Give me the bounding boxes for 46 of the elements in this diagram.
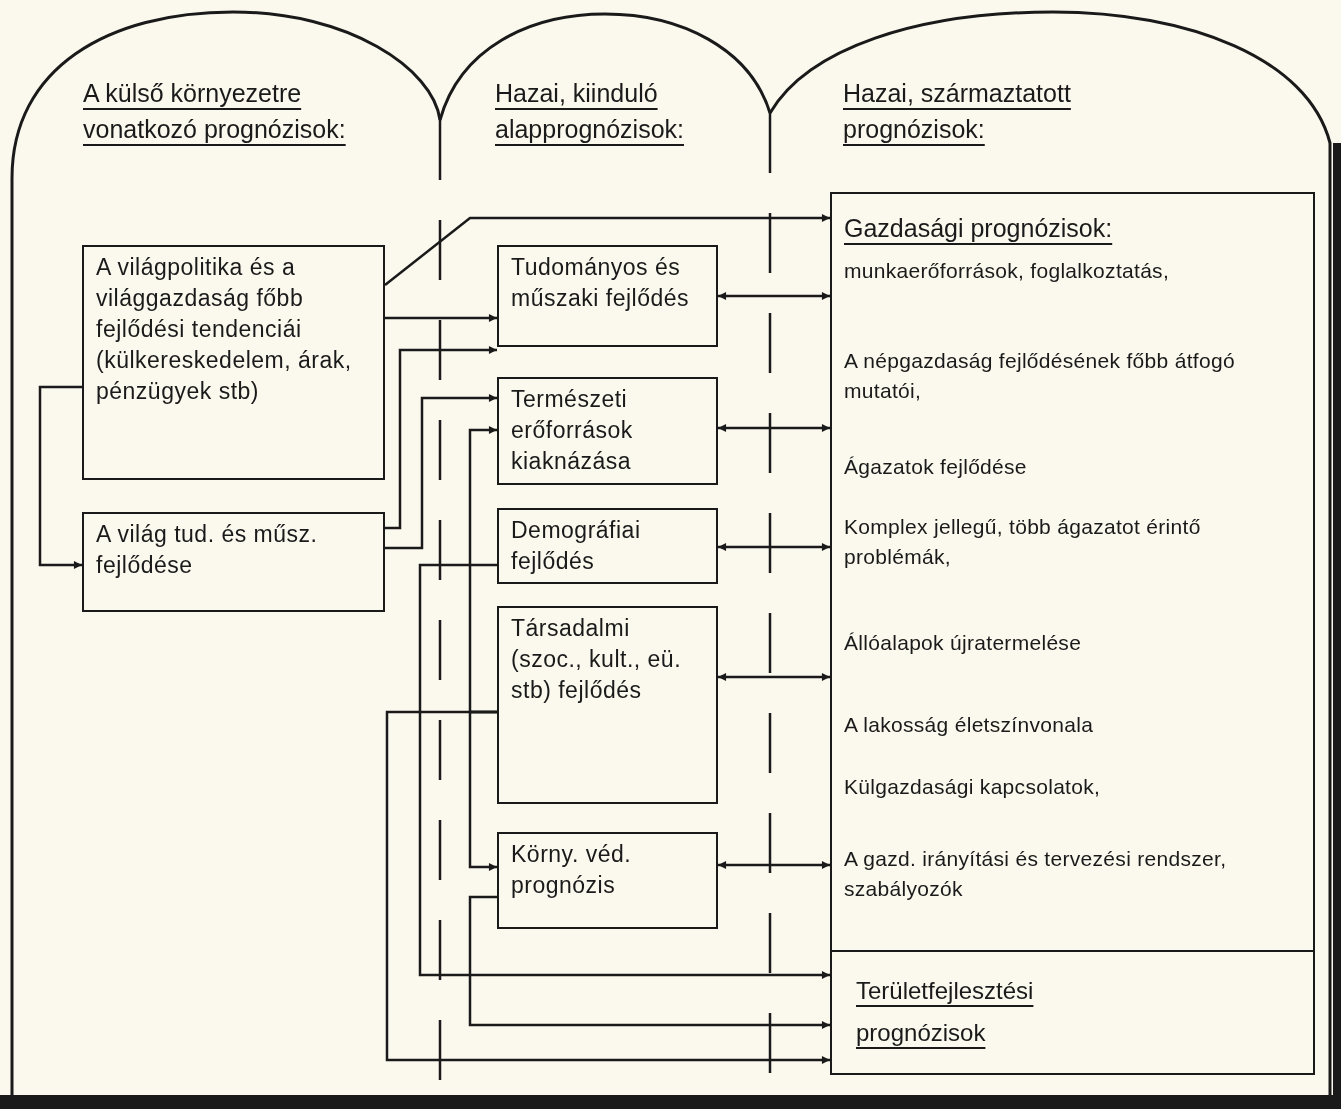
list-item: Ágazatok fejlődése (844, 454, 1028, 480)
list-item: Külgazdasági kapcsolatok, (844, 774, 1102, 800)
double-arrow (718, 673, 830, 681)
box-heading: Területfejlesztési prognózisok (855, 976, 1035, 1048)
list-item: A lakosság életszínvonala (844, 712, 1095, 738)
process-box (497, 245, 718, 347)
list-item: Komplex jellegű, több ágazatot érintő problémák, (844, 514, 1202, 570)
arrow (385, 346, 497, 530)
process-box (830, 192, 1315, 952)
list-item: Állóalapok újratermelése (844, 630, 1083, 656)
box-heading: Gazdasági prognózisok: (844, 213, 1114, 244)
process-box (82, 245, 385, 480)
arrow (468, 895, 830, 1029)
process-box (830, 950, 1315, 1075)
column-arch (768, 8, 1332, 1094)
double-arrow (718, 424, 830, 432)
arrow (38, 385, 82, 569)
box-label: Demográfiai fejlődés (510, 516, 642, 576)
double-arrow (718, 861, 830, 869)
double-arrow (718, 543, 830, 551)
column-heading: Hazai, kiinduló alapprognózisok: (495, 78, 685, 145)
column-heading: A külső környezetre vonatkozó prognózisok: (83, 78, 347, 145)
process-box (497, 508, 718, 584)
arrow (385, 394, 497, 550)
arrow (385, 314, 497, 322)
process-box (497, 606, 718, 804)
arrow (418, 563, 830, 979)
box-label: Társadalmi (szoc., kult., eü. stb) fejlődés (510, 614, 683, 705)
list-item: A népgazdaság fejlődésének főbb átfogó mutatói, (844, 348, 1236, 404)
column-arch (8, 8, 442, 1094)
list-item: munkaerőforrások, foglalkoztatás, (844, 258, 1171, 284)
double-arrow (718, 292, 830, 300)
box-label: A világ tud. és műsz. fejlődése (95, 520, 319, 580)
arrow (384, 214, 830, 286)
process-box (497, 377, 718, 485)
column-heading: Hazai, származtatott prognózisok: (843, 78, 1072, 145)
arrow (468, 426, 497, 714)
box-label: Természeti erőforrások kiaknázása (510, 385, 634, 476)
arrow (385, 710, 830, 1064)
list-item: A gazd. irányítási és tervezési rendszer, szabályozók (844, 846, 1228, 902)
arrow (468, 710, 497, 871)
process-box (82, 512, 385, 612)
box-label: A világpolitika és a világgazdaság főbb fejlődési tendenciái (külkereskedelem, árak, pénzügyek stb) (95, 253, 353, 406)
box-label: Körny. véd. prognózis (510, 840, 633, 900)
box-label: Tudományos és műszaki fejlődés (510, 253, 691, 313)
process-box (497, 832, 718, 929)
